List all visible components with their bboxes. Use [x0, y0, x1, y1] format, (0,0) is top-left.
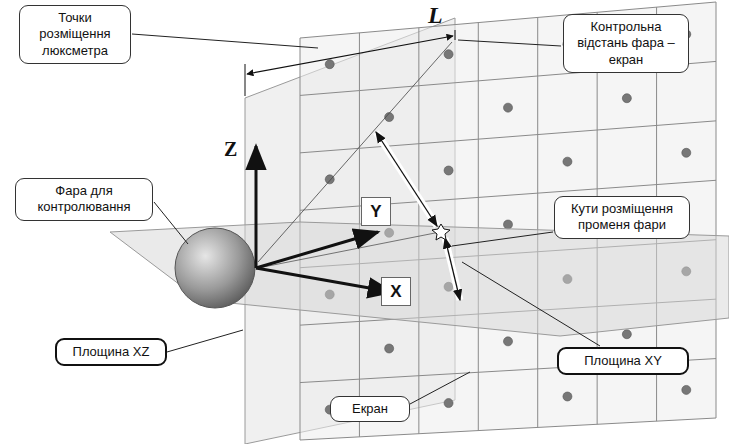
plane-callout-box: Площина XY — [557, 347, 689, 375]
luxmeter-point — [622, 330, 631, 339]
x-axis — [256, 268, 392, 292]
screen — [300, 2, 716, 440]
beam-line — [258, 232, 440, 268]
dimension-line — [247, 36, 453, 74]
callout-text: X — [390, 281, 401, 302]
luxmeter-point — [622, 94, 631, 103]
extension-line — [455, 30, 456, 40]
plane-xy — [110, 222, 729, 336]
luxmeter-point — [444, 399, 453, 408]
headlamp — [175, 228, 255, 308]
callout-text: Фара для контролювання — [22, 183, 146, 216]
luxmeter-point — [563, 392, 572, 401]
luxmeter-point — [504, 337, 513, 346]
callout-text: Y — [370, 201, 381, 222]
callout-text: Кути розміщення променя фари — [561, 201, 683, 234]
y-axis — [256, 232, 378, 268]
luxmeter-point — [682, 385, 691, 394]
luxmeter-point — [325, 175, 334, 184]
screen-plane — [300, 2, 716, 440]
callout-box: Точки розміщення люксметра — [19, 5, 131, 64]
callout-text: Екран — [337, 401, 403, 417]
plane-callout-box: Площина XZ — [55, 338, 167, 366]
reference-line — [258, 42, 452, 262]
callout-box: Кути розміщення променя фари — [554, 196, 690, 239]
luxmeter-point — [325, 60, 334, 69]
axis-label: Z — [224, 138, 237, 161]
grid-line — [478, 23, 479, 431]
axis-label-box: Y — [361, 197, 390, 226]
callout-text: Контрольна відстань фара – екран — [570, 19, 682, 68]
luxmeter-point — [563, 157, 572, 166]
grid-line — [537, 17, 538, 427]
callout-text: Точки розміщення люксметра — [26, 10, 124, 59]
dimension-label: L — [428, 2, 443, 29]
luxmeter-point — [385, 344, 394, 353]
luxmeter-point — [444, 50, 453, 59]
luxmeter-point — [504, 103, 513, 112]
extension-line — [245, 64, 246, 96]
callout-box: Фара для контролювання — [15, 178, 153, 221]
luxmeter-point — [504, 220, 513, 229]
callout-box: Екран — [330, 396, 410, 422]
grid-line — [300, 121, 716, 153]
luxmeter-point — [444, 166, 453, 175]
callout-text: Площина XZ — [63, 344, 159, 360]
luxmeter-point — [682, 148, 691, 157]
leader-lines — [132, 34, 600, 404]
axis-label-box: X — [381, 277, 410, 306]
callout-box: Контрольна відстань фара – екран — [563, 14, 689, 73]
z-axis — [255, 146, 258, 268]
callout-text: Площина XY — [565, 353, 681, 369]
